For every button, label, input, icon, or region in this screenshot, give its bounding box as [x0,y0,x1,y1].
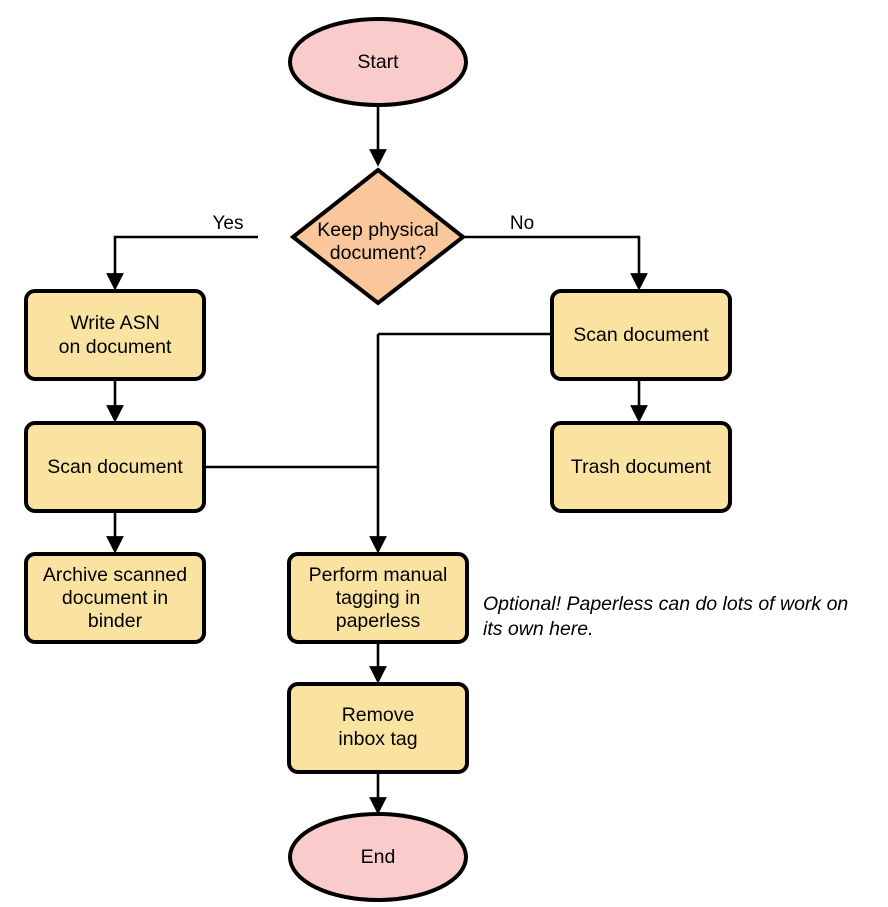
write-asn-box-shape [24,289,206,381]
start-ellipse-shape [288,17,468,107]
archive-box-shape [24,552,206,644]
remove-inbox-tag-box-shape [287,682,469,774]
node-start[interactable]: Start [288,17,468,107]
archive-label-line2: document in [62,587,168,609]
write-asn-label-line1: Write ASN [70,312,160,334]
scan-document-right-label: Scan document [573,324,709,346]
node-archive-scanned-document[interactable]: Archive scanned document in binder [24,552,206,644]
tagging-label-line2: tagging in [336,587,421,609]
edge-label-yes: Yes [213,213,244,234]
annotation-line1: Optional! Paperless can do lots of work … [483,593,848,615]
scan-document-right-box-shape [550,289,732,381]
tagging-label-line1: Perform manual [309,564,448,586]
annotation-optional-paperless: Optional! Paperless can do lots of work … [483,593,848,640]
node-perform-manual-tagging[interactable]: Perform manual tagging in paperless [287,552,469,644]
node-trash-document[interactable]: Trash document [550,421,732,513]
edge-label-no: No [510,213,534,234]
node-end[interactable]: End [288,812,468,902]
remove-inbox-tag-label-line1: Remove [342,704,415,726]
tagging-box-shape [287,552,469,644]
decision-diamond-shape [289,167,467,306]
remove-inbox-tag-label-line2: inbox tag [338,728,417,750]
node-write-asn-on-document[interactable]: Write ASN on document [24,289,206,381]
node-remove-inbox-tag[interactable]: Remove inbox tag [287,682,469,774]
node-scan-document-left[interactable]: Scan document [24,421,206,513]
annotation-line2: its own here. [483,618,594,640]
scan-document-left-box-shape [24,421,206,513]
scan-document-left-label: Scan document [47,456,183,478]
archive-label-line3: binder [88,610,143,632]
node-scan-document-right[interactable]: Scan document [550,289,732,381]
start-label: Start [357,51,399,73]
end-ellipse-shape [288,812,468,902]
archive-label-line1: Archive scanned [43,564,187,586]
write-asn-label-line2: on document [59,336,172,358]
edge-decision-no-to-scan-right [463,235,648,291]
edge-decision-yes-to-write-asn [106,235,258,291]
decision-label-line1: Keep physical [317,219,438,241]
end-label: End [361,846,396,868]
tagging-label-line3: paperless [336,610,421,632]
trash-document-label: Trash document [571,456,712,478]
decision-label-line2: document? [330,242,427,264]
node-keep-physical-document-decision[interactable]: Keep physical document? [289,167,467,306]
trash-document-box-shape [550,421,732,513]
